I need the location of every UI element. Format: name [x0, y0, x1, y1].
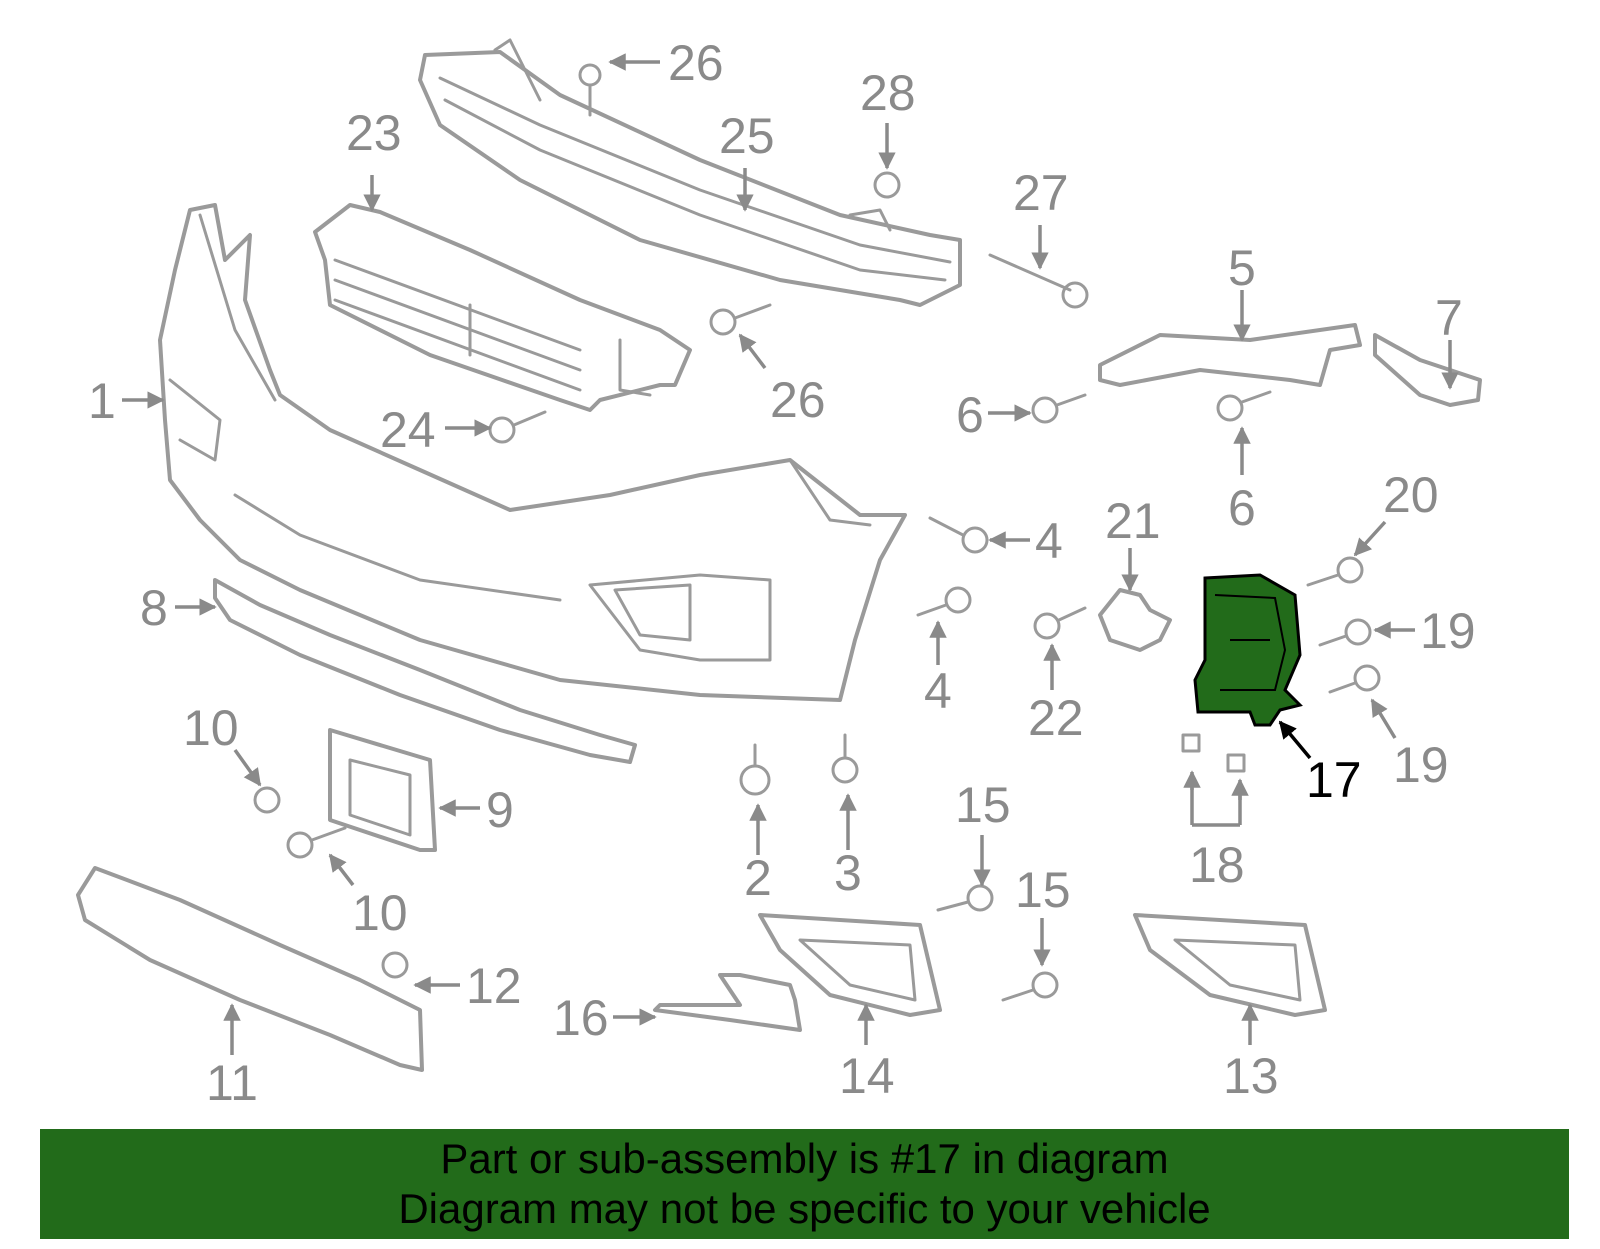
callout-26: 26	[668, 35, 724, 91]
callout-25: 25	[719, 108, 775, 164]
banner-line-2: Diagram may not be specific to your vehi…	[398, 1185, 1211, 1232]
clip-bracket	[1098, 588, 1172, 652]
callout-1: 1	[88, 373, 116, 429]
leader-arrows	[122, 53, 1459, 1055]
callout-19: 19	[1420, 603, 1476, 659]
callout-3: 3	[834, 845, 862, 901]
callout-8: 8	[140, 580, 168, 636]
fasteners	[253, 63, 1381, 1002]
small-trim	[653, 973, 802, 1032]
callout-14: 14	[839, 1048, 895, 1104]
callout-16: 16	[553, 990, 609, 1046]
callout-9: 9	[486, 782, 514, 838]
callout-20: 20	[1383, 467, 1439, 523]
callout-labels: 1 2 3 4 4 5 6 6 7 8 9 10 10 11 12 13 14 …	[88, 35, 1476, 1111]
callout-4: 4	[1035, 513, 1063, 569]
fog-trim-right	[1133, 913, 1327, 1017]
callout-22: 22	[1028, 690, 1084, 746]
side-bracket	[1098, 323, 1362, 387]
callout-7: 7	[1435, 290, 1463, 346]
callout-5: 5	[1228, 240, 1256, 296]
callout-4: 4	[924, 663, 952, 719]
info-banner: Part or sub-assembly is #17 in diagram D…	[40, 1129, 1569, 1239]
callout-12: 12	[466, 958, 522, 1014]
banner-line-1: Part or sub-assembly is #17 in diagram	[440, 1135, 1169, 1182]
callout-10: 10	[352, 885, 408, 941]
lower-valance	[76, 866, 424, 1072]
callout-15: 15	[955, 777, 1011, 833]
callout-2: 2	[744, 850, 772, 906]
callout-19: 19	[1393, 737, 1449, 793]
callout-18: 18	[1189, 837, 1245, 893]
license-bracket	[328, 728, 437, 852]
callout-11: 11	[206, 1055, 258, 1111]
callout-6: 6	[956, 387, 984, 443]
callout-27: 27	[1013, 165, 1069, 221]
callout-21: 21	[1105, 493, 1161, 549]
fog-trim-left	[758, 913, 942, 1017]
bracket-17-highlighted[interactable]	[1193, 573, 1303, 727]
callout-13: 13	[1223, 1048, 1279, 1104]
grille-assembly	[313, 203, 692, 412]
callout-17: 17	[1306, 752, 1362, 808]
callout-23: 23	[346, 105, 402, 161]
lower-strip	[213, 578, 637, 764]
reinforcement-beam	[418, 38, 962, 307]
callout-26: 26	[770, 372, 826, 428]
callout-24: 24	[380, 402, 436, 458]
callout-10: 10	[183, 700, 239, 756]
bumper-cover	[158, 203, 907, 702]
callout-6: 6	[1228, 480, 1256, 536]
corner-bracket	[1373, 333, 1482, 407]
callout-15: 15	[1015, 862, 1071, 918]
callout-28: 28	[860, 65, 916, 121]
